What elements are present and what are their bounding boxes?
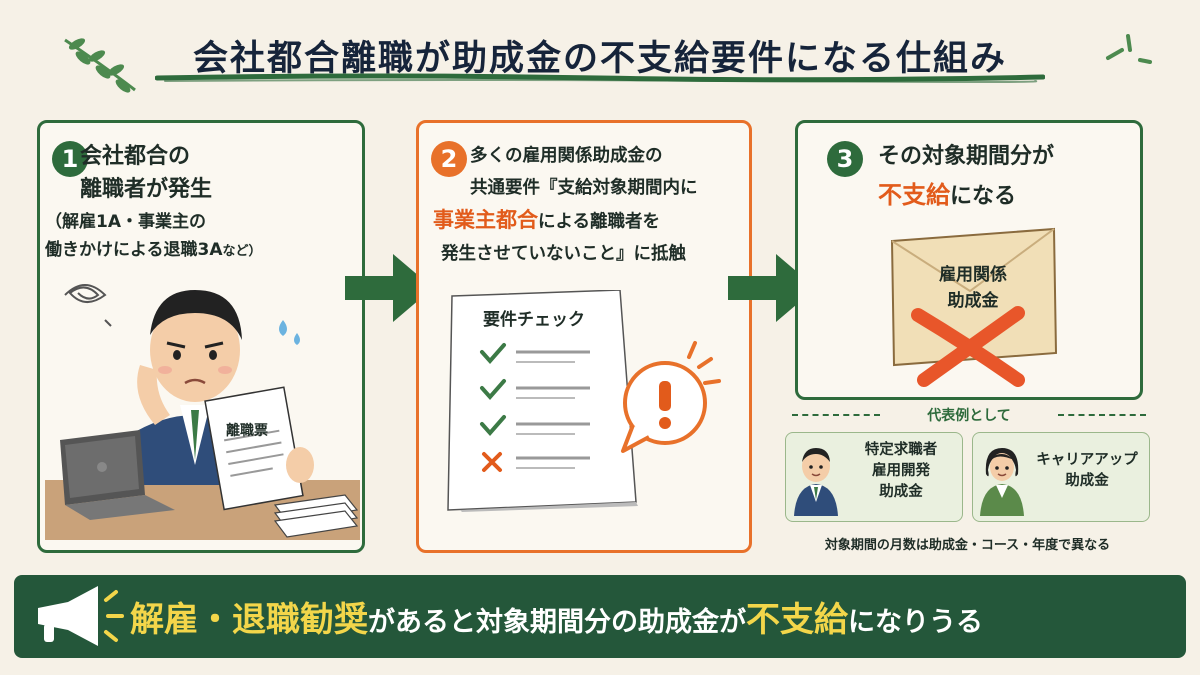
- example-card-2-text: キャリアアップ 助成金: [1026, 450, 1148, 492]
- step2-heading: 多くの雇用関係助成金の 共通要件『支給対象期間内に: [470, 140, 698, 204]
- checklist-icon: [447, 290, 638, 512]
- step1-number-badge: 1: [52, 141, 88, 177]
- step2-line4: 発生させていないこと』に抵触: [441, 244, 686, 264]
- step2-line3-rest: による離職者を: [538, 212, 660, 232]
- banner-text-2: になりうる: [848, 607, 983, 638]
- step1-heading: 会社都合の 離職者が発生: [80, 140, 212, 206]
- envelope-label: 雇用関係 助成金: [908, 262, 1038, 314]
- title-area: 会社都合離職が助成金の不支給要件になる仕組み: [0, 18, 1200, 88]
- laptop-icon: [60, 430, 175, 520]
- card2-line1: キャリアアップ: [1036, 452, 1138, 468]
- envelope-line1: 雇用関係: [939, 265, 1007, 285]
- divider: [792, 414, 880, 416]
- card1-line2: 雇用開発: [872, 463, 930, 479]
- card1-line3: 助成金: [879, 484, 923, 500]
- x-mark-icon: [482, 452, 502, 472]
- banner-emphasis-1: 解雇・退職勧奨: [130, 600, 368, 640]
- worried-man-icon: [45, 284, 360, 540]
- banner-text-1: があると対象期間分の助成金が: [368, 607, 746, 638]
- step1-detail-line1: （解雇1A・事業主の: [45, 212, 206, 232]
- checklist-title: 要件チェック: [483, 310, 585, 330]
- bottom-banner: [14, 575, 1186, 658]
- sparkle-icon: [1106, 34, 1152, 64]
- paper-stack-icon: [273, 494, 359, 538]
- slip-label: 離職票: [226, 423, 268, 439]
- example-card-1-text: 特定求職者 雇用開発 助成金: [842, 440, 960, 503]
- exclamation-icon: [621, 341, 721, 453]
- arrow-right-icon: [728, 254, 816, 322]
- step1-detail-small: など）: [222, 244, 262, 259]
- man-avatar-icon: [794, 448, 838, 516]
- step1-heading-line1: 会社都合の: [80, 144, 191, 169]
- step2-line1: 多くの雇用関係助成金の: [470, 146, 663, 166]
- step2-number-badge: 2: [431, 141, 467, 177]
- step1-heading-line2: 離職者が発生: [80, 177, 213, 202]
- step3-heading: その対象期間分が 不支給になる: [878, 140, 1054, 214]
- step3-number-badge: 3: [827, 141, 863, 177]
- banner-message: 解雇・退職勧奨があると対象期間分の助成金が不支給になりうる: [130, 592, 983, 641]
- check-icon: [480, 343, 506, 437]
- step3-line2-emphasis: 不支給: [878, 181, 950, 209]
- page-title: 会社都合離職が助成金の不支給要件になる仕組み: [192, 39, 1007, 79]
- megaphone-icon: [38, 586, 124, 646]
- step2-line3-emphasis: 事業主都合: [433, 208, 538, 232]
- title-underline: [155, 73, 1045, 83]
- examples-note: 対象期間の月数は助成金・コース・年度で異なる: [824, 538, 1111, 553]
- step3-line2-rest: になる: [950, 184, 1017, 209]
- step3-line1: その対象期間分が: [878, 144, 1055, 169]
- banner-emphasis-2: 不支給: [746, 600, 848, 640]
- card2-line2: 助成金: [1065, 473, 1109, 489]
- leaf-icon: [64, 38, 136, 93]
- arrow-right-icon: [345, 254, 433, 322]
- step2-line3: 事業主都合による離職者を: [433, 204, 660, 234]
- step1-detail: （解雇1A・事業主の 働きかけによる退職3Aなど）: [45, 208, 262, 266]
- card1-line1: 特定求職者: [864, 442, 938, 458]
- envelope-line2: 助成金: [947, 291, 999, 311]
- woman-avatar-icon: [980, 448, 1024, 516]
- envelope-icon: [890, 227, 1058, 387]
- step2-line2: 共通要件『支給対象期間内に: [470, 178, 698, 198]
- examples-title: 代表例として: [927, 408, 1011, 424]
- step1-detail-line2: 働きかけによる退職3A: [45, 240, 223, 260]
- cross-mark-icon: [911, 306, 1025, 387]
- divider: [1058, 414, 1146, 416]
